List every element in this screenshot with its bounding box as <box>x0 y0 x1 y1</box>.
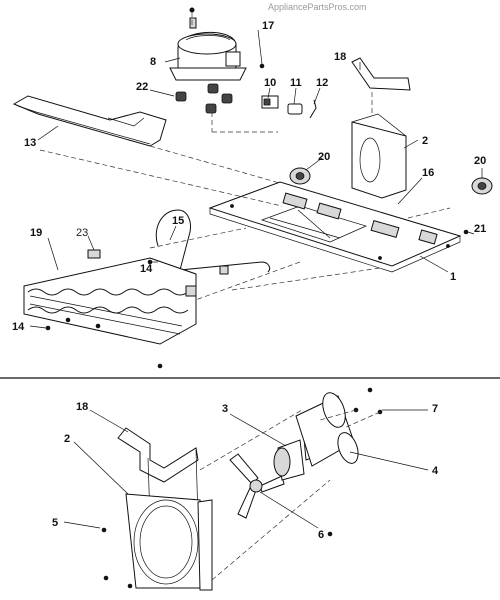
callout-19: 19 <box>30 227 42 239</box>
callout-14-a: 14 <box>140 263 153 275</box>
overload-protector <box>287 103 303 115</box>
defrost-tube <box>155 209 271 273</box>
start-relay <box>261 95 279 109</box>
compressor <box>169 17 247 81</box>
screw-icon <box>65 317 71 323</box>
callout-13: 13 <box>24 137 36 149</box>
support-bracket <box>351 57 411 91</box>
callout-15: 15 <box>172 215 184 227</box>
screw-icon <box>127 583 133 589</box>
grommet-group <box>175 83 233 114</box>
callout-2-bottom: 2 <box>64 433 70 445</box>
callout-22: 22 <box>136 81 148 93</box>
screw-icon <box>327 531 333 537</box>
callout-16: 16 <box>422 167 434 179</box>
callout-12: 12 <box>316 77 328 89</box>
evaporator-fan-shroud <box>125 493 213 591</box>
callout-3: 3 <box>222 403 228 415</box>
screw-icon <box>95 323 101 329</box>
screw-icon <box>463 229 469 235</box>
callout-20-left: 20 <box>318 151 330 163</box>
callout-14-b: 14 <box>12 321 25 333</box>
callout-11: 11 <box>290 77 302 89</box>
callout-2-top: 2 <box>422 135 428 147</box>
screw-icon <box>189 7 195 13</box>
callout-7: 7 <box>432 403 438 415</box>
evaporator-coil <box>23 249 229 345</box>
drain-pan <box>12 95 167 147</box>
screw-icon <box>103 575 109 581</box>
relay-clip <box>309 99 317 119</box>
shroud-support-bracket <box>117 427 199 483</box>
watermark: AppliancePartsPros.com <box>268 2 367 12</box>
screw-icon <box>101 527 107 533</box>
callout-10: 10 <box>264 77 276 89</box>
callout-6: 6 <box>318 529 324 541</box>
mounting-plate <box>208 181 462 273</box>
callout-8: 8 <box>150 56 156 68</box>
screw-icon <box>157 363 163 369</box>
screw-icon <box>45 325 51 331</box>
callout-5: 5 <box>52 517 58 529</box>
callout-18-top: 18 <box>334 51 346 63</box>
callout-20-right: 20 <box>474 155 486 167</box>
fan-blade <box>229 453 285 519</box>
callout-1: 1 <box>450 271 456 283</box>
screw-icon <box>259 63 265 69</box>
motor-housing-tube <box>295 392 359 467</box>
callout-4: 4 <box>432 465 439 477</box>
fan-shroud-bracket <box>351 113 407 199</box>
screw-icon <box>367 387 373 393</box>
motor-mount-left <box>289 167 311 185</box>
callout-18-bottom: 18 <box>76 401 88 413</box>
callout-21: 21 <box>474 223 486 235</box>
callout-17: 17 <box>262 20 274 32</box>
callout-leaders <box>29 29 483 529</box>
callout-23: 23 <box>76 227 88 239</box>
motor-mount-right <box>471 177 493 195</box>
